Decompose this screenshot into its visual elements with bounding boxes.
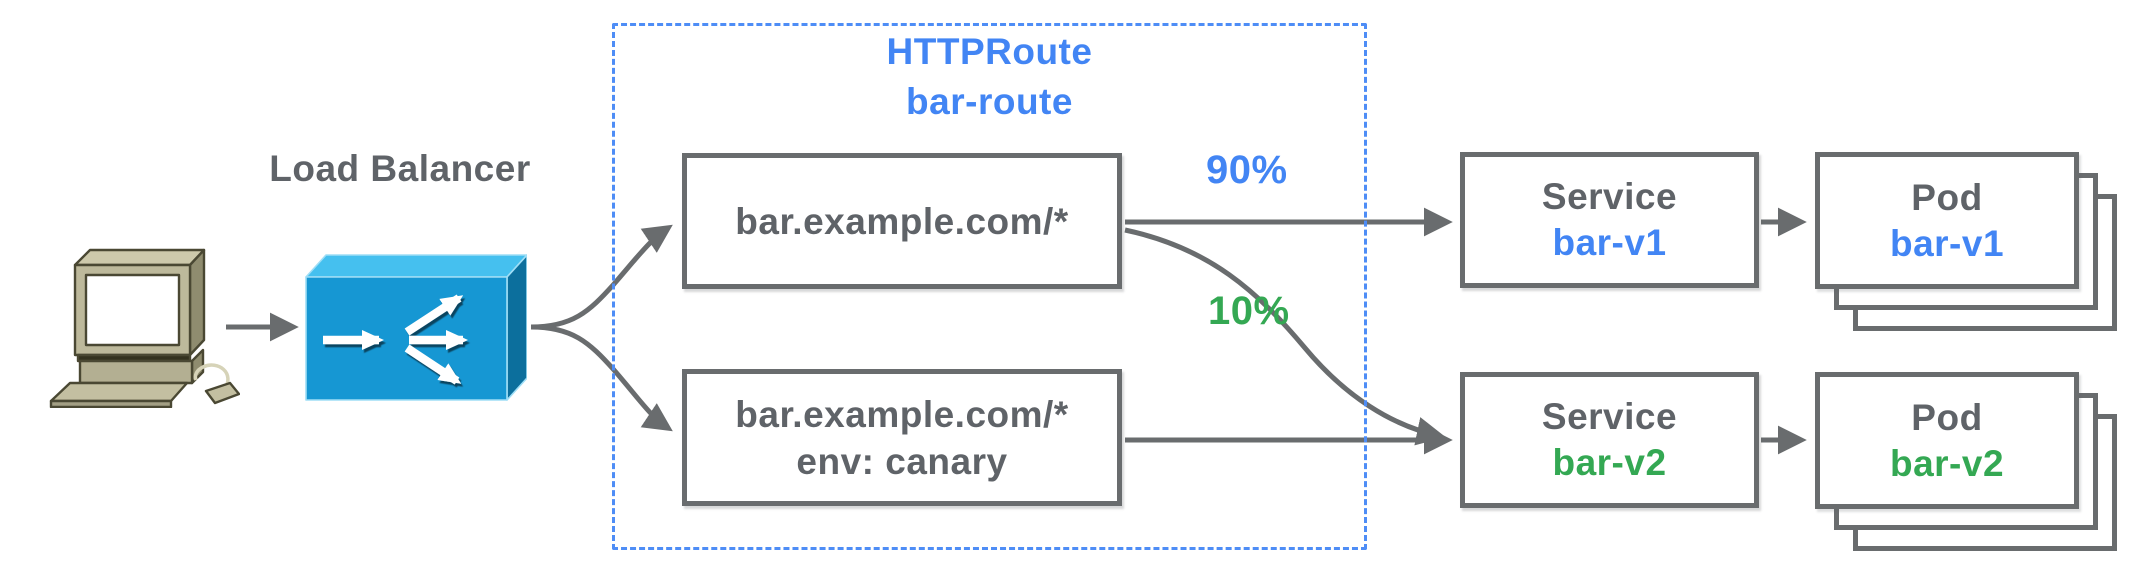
rule-10-match: bar.example.com/* bbox=[735, 393, 1069, 435]
mouse-body bbox=[204, 381, 240, 405]
pod-1-kind: Pod bbox=[1911, 176, 1983, 218]
monitor-side-face bbox=[188, 248, 206, 357]
rule-10-header-match: env: canary bbox=[796, 440, 1008, 482]
desktop-computer-icon bbox=[49, 248, 240, 408]
pod-box-bar-v1: Pod bar-v1 bbox=[1815, 152, 2079, 289]
pod-1-name: bar-v1 bbox=[1889, 222, 2005, 264]
monitor-top-face bbox=[73, 248, 206, 267]
keyboard-top bbox=[49, 381, 189, 403]
load-balancer-label: Load Balancer bbox=[269, 148, 531, 189]
rule-90-match: bar.example.com/* bbox=[735, 200, 1069, 242]
pod-box-bar-v2: Pod bar-v2 bbox=[1815, 372, 2079, 509]
base-front bbox=[78, 359, 194, 385]
pod-stack-bar-v1: Pod bar-v1 bbox=[1815, 152, 2117, 332]
rule-box-10: bar.example.com/* env: canary bbox=[682, 369, 1122, 506]
load-balancer-icon bbox=[305, 254, 527, 401]
pod-2-name: bar-v2 bbox=[1889, 442, 2005, 484]
lb-side-face bbox=[506, 254, 527, 401]
httproute-title: HTTPRoute bar-route bbox=[612, 27, 1367, 127]
monitor-screen bbox=[84, 273, 181, 347]
service-1-kind: Service bbox=[1541, 176, 1678, 217]
lb-split-arrows bbox=[323, 294, 468, 385]
service-2-name: bar-v2 bbox=[1552, 442, 1667, 483]
service-2-kind: Service bbox=[1541, 396, 1678, 437]
arrow-rule1-to-service2-curve bbox=[1124, 227, 1446, 446]
weight-label-90: 90% bbox=[1206, 148, 1288, 192]
mouse-cable bbox=[193, 363, 230, 392]
service-box-bar-v1: Service bar-v1 bbox=[1460, 152, 1759, 288]
pod-stack-bar-v2: Pod bar-v2 bbox=[1815, 372, 2117, 552]
lb-arrow-down bbox=[404, 344, 462, 385]
httproute-kind: HTTPRoute bbox=[886, 31, 1093, 72]
lb-top-face bbox=[305, 254, 527, 278]
httproute-name: bar-route bbox=[906, 81, 1073, 122]
service-1-name: bar-v1 bbox=[1552, 222, 1667, 263]
keyboard-front bbox=[49, 399, 173, 408]
weight-label-10: 10% bbox=[1208, 289, 1290, 333]
httproute-group-border bbox=[612, 23, 1367, 550]
pod-2-kind: Pod bbox=[1911, 396, 1983, 438]
lb-arrow-up bbox=[404, 294, 464, 336]
service-box-bar-v2: Service bar-v2 bbox=[1460, 372, 1759, 508]
rule-box-90: bar.example.com/* bbox=[682, 153, 1122, 289]
